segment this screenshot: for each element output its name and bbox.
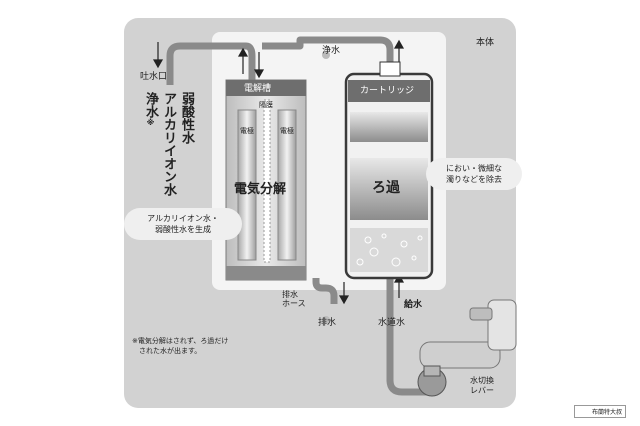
- electrode-right-label: 電極: [280, 127, 294, 135]
- filter-layer: [350, 158, 428, 220]
- electrode-left: [237, 109, 257, 261]
- cartridge-cap: [348, 80, 430, 102]
- generation-callout: アルカリイオン水・ 弱酸性水を生成: [124, 208, 242, 240]
- filter-layer: [350, 228, 428, 272]
- purified-water-top-label: 浄水: [322, 46, 341, 56]
- pipes: [166, 36, 430, 396]
- water-drop-icon: [322, 316, 330, 324]
- electrolysis-label: 電気分解: [234, 182, 287, 197]
- supply-label: 給水: [404, 300, 423, 310]
- water-drop-icon: [322, 51, 330, 59]
- cartridge-label: カートリッジ: [360, 86, 415, 96]
- electrolysis-tank-label: 電解槽: [244, 84, 272, 94]
- removal-callout: におい・微細な 濁りなどを除去: [426, 158, 522, 190]
- membrane: [263, 99, 271, 263]
- bubbles-particles: [356, 233, 423, 267]
- spout-label: 吐水口: [140, 72, 168, 82]
- filter-layer: [350, 112, 428, 142]
- electrolysis-tank-cap: [226, 80, 306, 96]
- footnote: ※電気分解はされず、ろ過だけ された水が出ます。: [132, 337, 229, 355]
- tap-water-label: 水道水: [378, 318, 406, 328]
- watermark: 布蘭特大叔: [574, 405, 626, 418]
- switch-lever-label: 水切換 レバー: [470, 376, 494, 395]
- output-purified-water: 浄水※: [143, 92, 158, 127]
- output-alkaline-water: アルカリイオン水: [161, 92, 176, 196]
- main-unit-label: 本体: [476, 38, 495, 48]
- faucet-icon: [417, 299, 517, 397]
- filtration-label: ろ過: [372, 180, 400, 196]
- output-acidic-water: 弱酸性水: [179, 92, 194, 144]
- electrode-right: [277, 109, 297, 261]
- drain-hose-label: 排水 ホース: [282, 290, 306, 308]
- drain-label: 排水: [318, 318, 337, 328]
- electrode-left-label: 電極: [240, 127, 254, 135]
- membrane-label: 隔膜: [259, 101, 273, 109]
